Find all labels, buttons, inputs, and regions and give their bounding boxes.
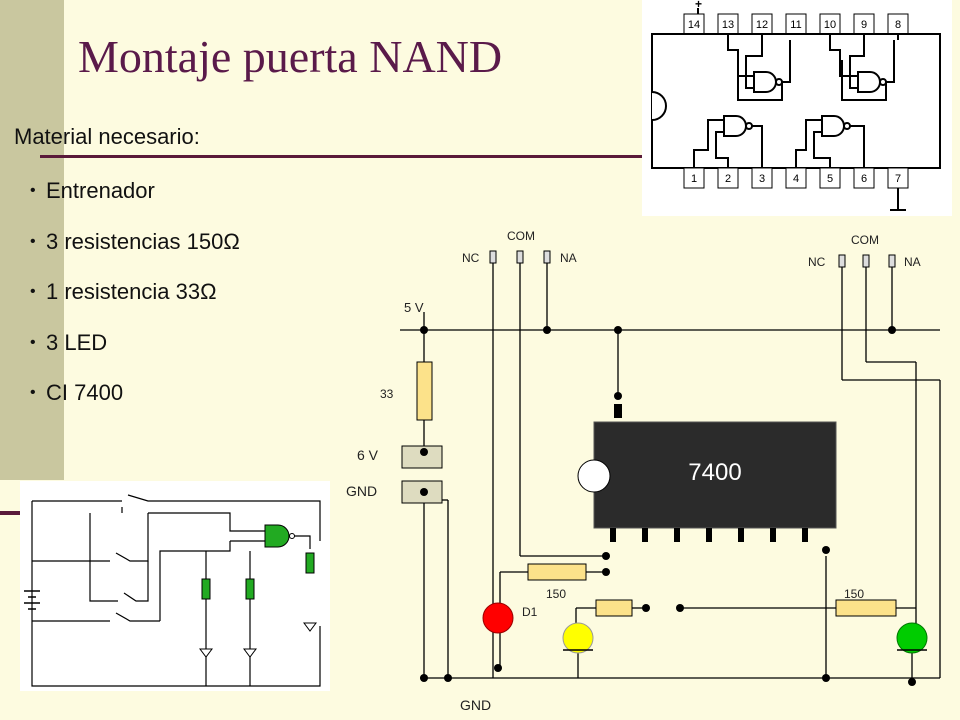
ic-body	[651, 33, 941, 169]
vcc-plus-mark: +	[695, 0, 702, 11]
material-item: •Entrenador	[30, 178, 155, 203]
resistor-150-label: 150	[844, 587, 864, 601]
led-red	[482, 602, 514, 634]
accent-dash	[0, 511, 20, 515]
nand-gate-upper-left	[727, 34, 791, 101]
schematic-resistor	[305, 552, 315, 574]
pin-number: 9	[861, 19, 867, 31]
switch-com-label: COM	[507, 229, 535, 243]
schematic-battery	[24, 590, 40, 610]
pin-number: 13	[722, 19, 734, 31]
slide-title: Montaje puerta NAND	[78, 31, 503, 82]
switch-nc-label: NC	[808, 255, 826, 269]
pin-number: 6	[861, 173, 867, 185]
resistor-150	[527, 563, 587, 581]
gnd-bottom-label: GND	[460, 697, 491, 713]
chip-label: 7400	[688, 459, 741, 486]
left-accent-band	[0, 0, 64, 480]
nand-gate-lower-right	[795, 115, 865, 168]
material-item: •1 resistencia 33Ω	[30, 279, 217, 304]
pin-number: 10	[824, 19, 836, 31]
material-item: •CI 7400	[30, 380, 124, 405]
schematic-led	[199, 648, 213, 658]
pin-number: 2	[725, 173, 731, 185]
pin-number: 5	[827, 173, 833, 185]
led-green	[896, 622, 928, 654]
schematic-led	[243, 648, 257, 658]
switch-contact	[888, 254, 896, 268]
material-item: •3 resistencias 150Ω	[30, 228, 240, 254]
switch-contact	[516, 250, 524, 264]
pin-number: 4	[793, 173, 799, 185]
switch-com-label: COM	[851, 233, 879, 247]
resistor-33-label: 33	[380, 387, 394, 401]
switch-contact	[489, 250, 497, 264]
ic-notch	[651, 91, 667, 121]
ic-pinout-diagram: + 14 13 12 11 10 9 8 1	[642, 0, 952, 216]
materials-heading: Material necesario:	[14, 124, 200, 149]
materials-list: •Entrenador •3 resistencias 150Ω •1 resi…	[30, 178, 240, 431]
switch-contact	[543, 250, 551, 264]
schematic-resistor	[201, 578, 211, 600]
schematic-led	[303, 622, 317, 632]
heading-rule	[40, 155, 643, 158]
pin-number: 3	[759, 173, 765, 185]
nand-gate-upper-right	[829, 34, 899, 101]
resistor-150	[835, 599, 897, 617]
material-item: •3 LED	[30, 329, 108, 355]
nand-gate-lower-left	[693, 115, 763, 168]
led-yellow	[562, 622, 594, 654]
terminal-6v-label: 6 V	[357, 447, 379, 463]
terminal-gnd-label: GND	[346, 483, 377, 499]
chip-7400: 7400	[577, 404, 837, 542]
led-d1-label: D1	[522, 605, 538, 619]
resistor-150-label: 150	[546, 587, 566, 601]
switch-contact	[862, 254, 870, 268]
resistor-150	[595, 599, 633, 617]
pin-number: 12	[756, 19, 768, 31]
voltage-5v-label: 5 V	[404, 300, 424, 315]
schematic-nand-gate	[264, 524, 295, 548]
pin-number: 11	[790, 19, 801, 31]
switch-na-label: NA	[560, 251, 577, 265]
pin-number: 8	[895, 19, 901, 31]
terminal-6v	[401, 445, 443, 469]
pin-number: 1	[691, 173, 697, 185]
pin-number: 7	[895, 173, 901, 185]
switch-contact	[838, 254, 846, 268]
nand-schematic	[20, 481, 330, 691]
pin-number: 14	[688, 19, 700, 31]
switch-nc-label: NC	[462, 251, 480, 265]
switch-na-label: NA	[904, 255, 921, 269]
schematic-resistor	[245, 578, 255, 600]
resistor-33	[416, 361, 433, 421]
